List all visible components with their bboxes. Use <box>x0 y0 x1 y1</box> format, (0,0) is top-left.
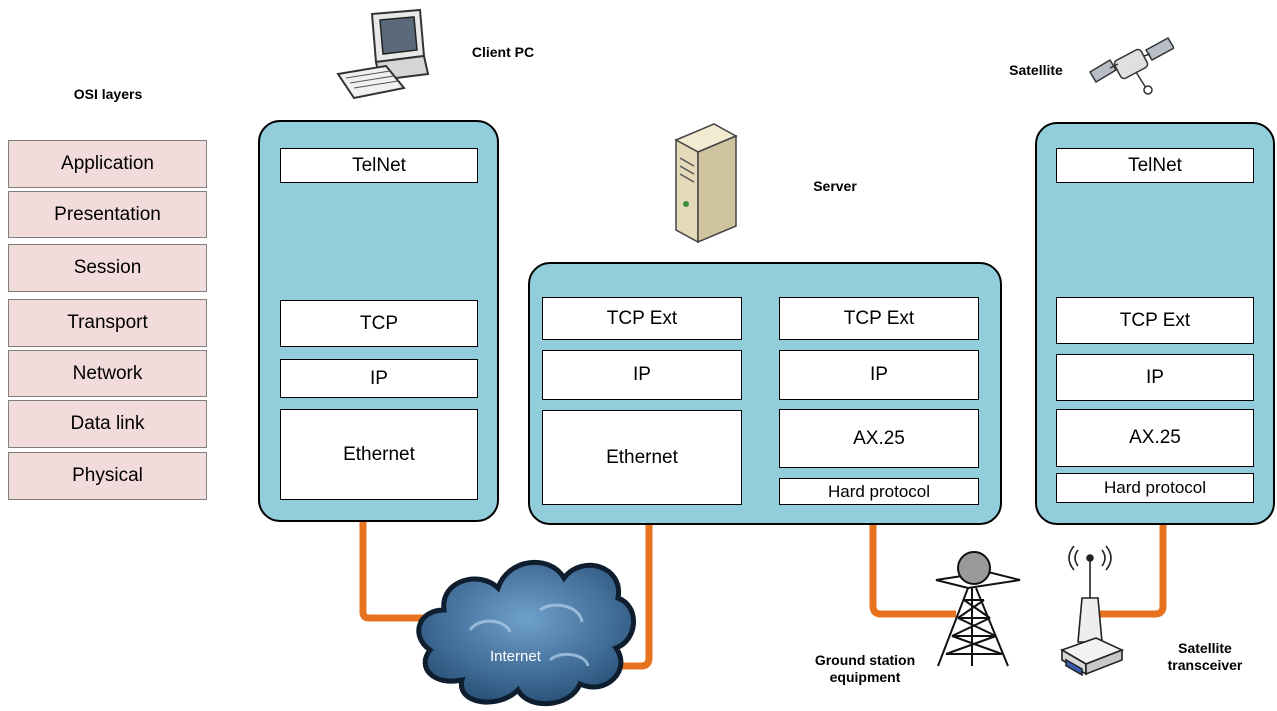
osi-layer-presentation: Presentation <box>8 191 207 238</box>
osi-title: OSI layers <box>73 86 143 102</box>
osi-layer-session: Session <box>8 244 207 292</box>
client-title: Client PC <box>471 44 535 60</box>
osi-layer-datalink: Data link <box>8 400 207 448</box>
client-layer-ethernet: Ethernet <box>280 409 478 500</box>
transceiver-label: Satellite transceiver <box>1150 640 1260 674</box>
osi-layer-network: Network <box>8 350 207 397</box>
osi-layer-transport: Transport <box>8 299 207 347</box>
server-right-layer-hardprotocol: Hard protocol <box>779 478 979 505</box>
server-left-wire <box>612 338 653 670</box>
client-layer-ip: IP <box>280 359 478 398</box>
ground-station-line1: Ground station <box>814 652 916 668</box>
tower-icon <box>935 551 1021 667</box>
client-wire <box>359 182 445 622</box>
satellite-icon <box>1088 36 1174 95</box>
satellite-title: Satellite <box>1009 62 1063 78</box>
server-right-wire <box>869 338 956 618</box>
server-left-layer-tcpext: TCP Ext <box>542 297 742 340</box>
client-layer-telnet: TelNet <box>280 148 478 183</box>
ground-station-label: Ground station equipment <box>800 652 930 686</box>
server-right-layer-ax25: AX.25 <box>779 409 979 468</box>
server-title: Server <box>813 178 857 194</box>
client-layer-tcp: TCP <box>280 300 478 347</box>
satellite-layer-ax25: AX.25 <box>1056 409 1254 467</box>
ground-station-line2: equipment <box>829 669 901 685</box>
transceiver-icon <box>1060 545 1125 677</box>
server-right-layer-tcpext: TCP Ext <box>779 297 979 340</box>
cloud-icon <box>416 559 636 706</box>
internet-label: Internet <box>490 648 541 665</box>
satellite-layer-hardprotocol: Hard protocol <box>1056 473 1254 503</box>
osi-layer-physical: Physical <box>8 452 207 500</box>
satellite-layer-tcpext: TCP Ext <box>1056 297 1254 344</box>
server-right-layer-ip: IP <box>779 350 979 400</box>
osi-layer-application: Application <box>8 140 207 188</box>
transceiver-line1: Satellite <box>1178 640 1232 656</box>
server-left-layer-ip: IP <box>542 350 742 400</box>
satellite-layer-telnet: TelNet <box>1056 148 1254 183</box>
satellite-layer-ip: IP <box>1056 354 1254 401</box>
transceiver-line2: transceiver <box>1167 657 1243 673</box>
server-icon <box>674 123 738 244</box>
satellite-wire <box>1095 182 1167 618</box>
server-left-layer-ethernet: Ethernet <box>542 410 742 505</box>
computer-icon <box>336 8 430 100</box>
